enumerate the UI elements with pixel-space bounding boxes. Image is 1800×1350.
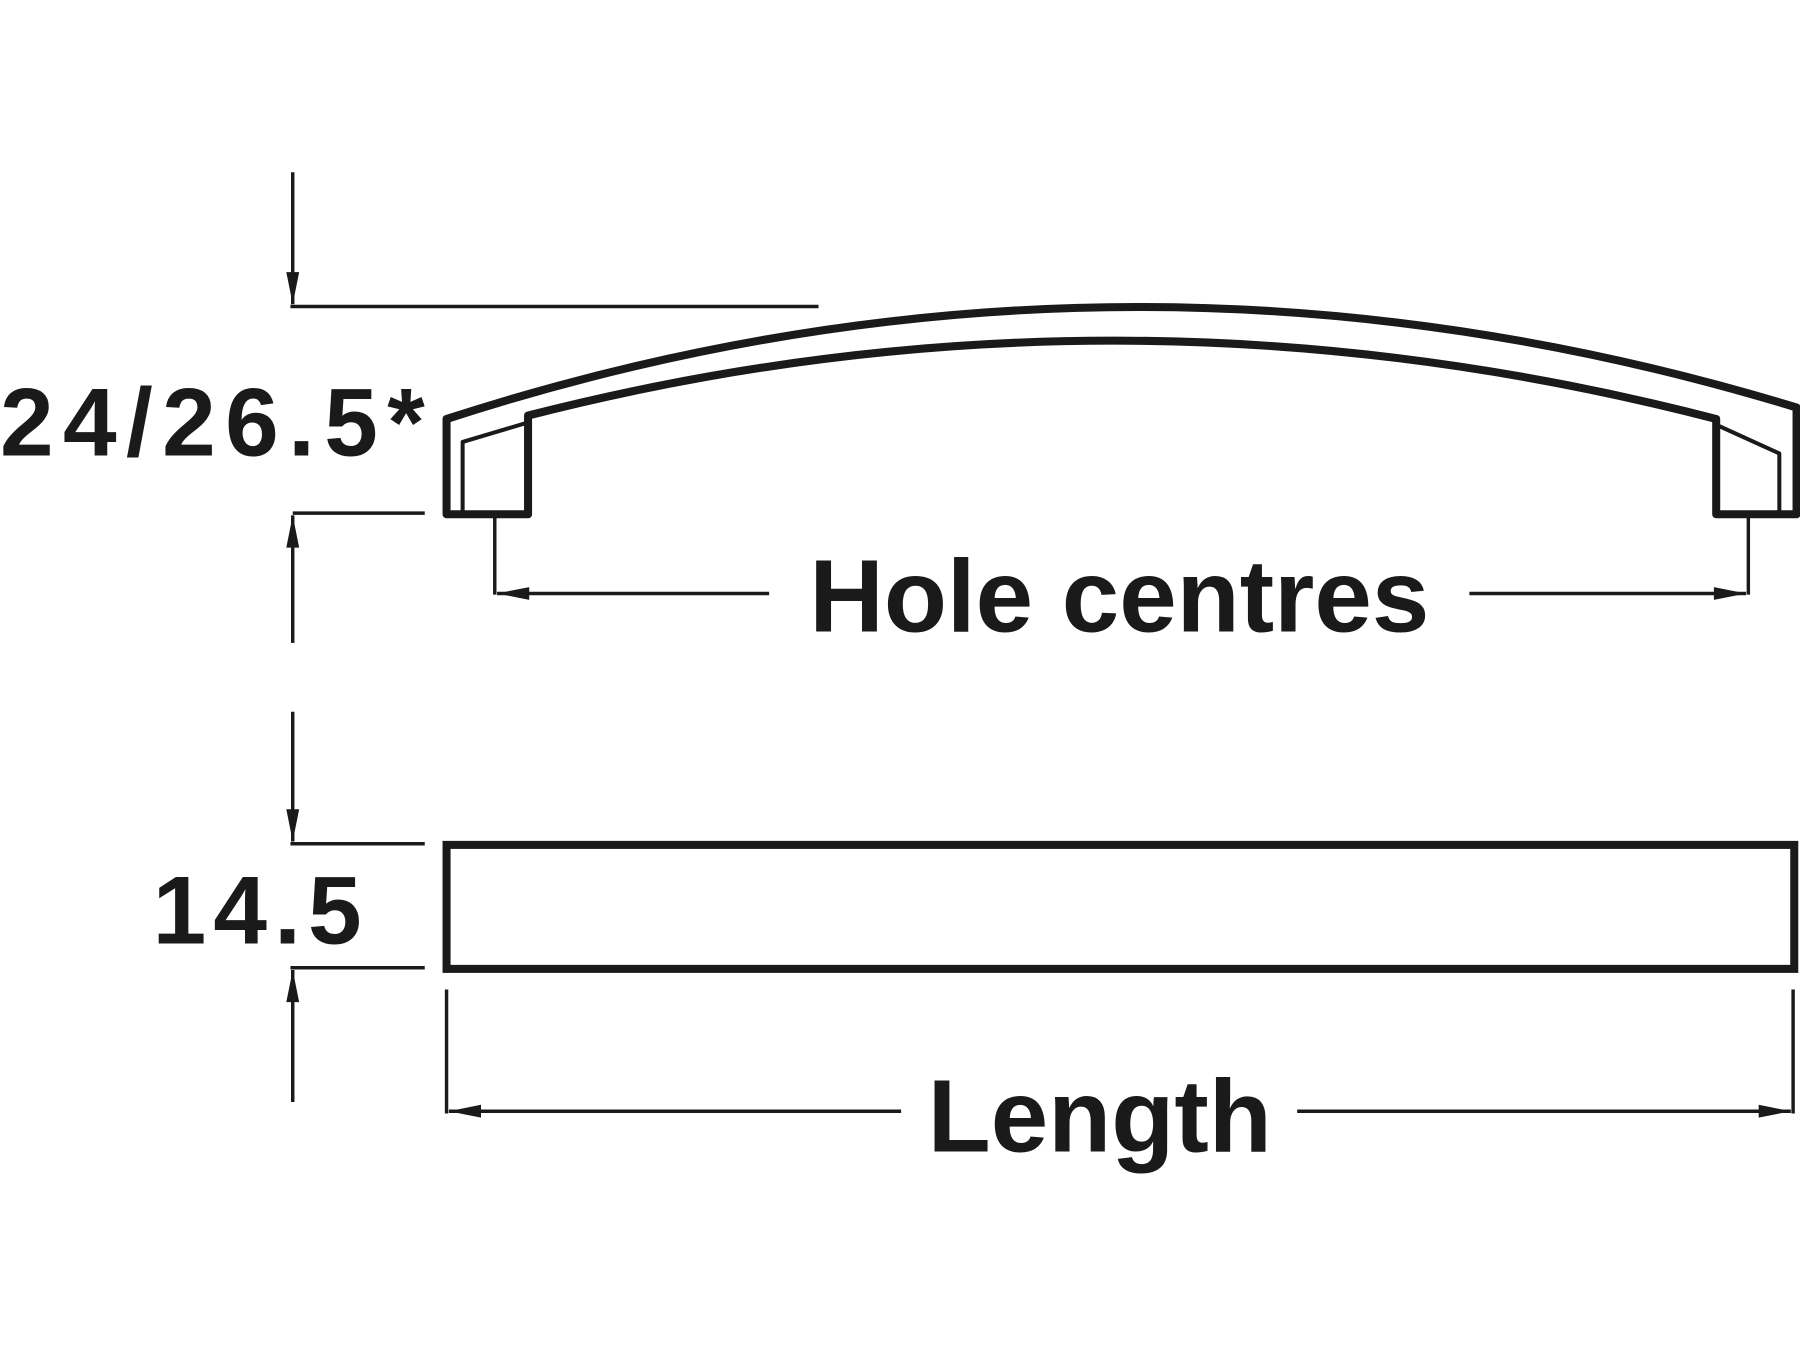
hole-centres-dimension xyxy=(493,516,1751,600)
depth-dimension xyxy=(286,711,425,1103)
length-dimension xyxy=(444,989,1795,1118)
handle-side-view xyxy=(442,303,1800,519)
height-dimension xyxy=(286,172,819,643)
handle-right-inner-edge xyxy=(1715,422,1782,515)
handle-left-inner-edge xyxy=(460,420,529,515)
length-label: Length xyxy=(928,1057,1272,1173)
handle-outer-profile xyxy=(442,303,1800,519)
hole-centres-label: Hole centres xyxy=(809,537,1429,653)
height-label: 24/26.5* xyxy=(0,370,425,477)
handle-top-view xyxy=(442,840,1799,973)
depth-label: 14.5 xyxy=(153,858,362,965)
